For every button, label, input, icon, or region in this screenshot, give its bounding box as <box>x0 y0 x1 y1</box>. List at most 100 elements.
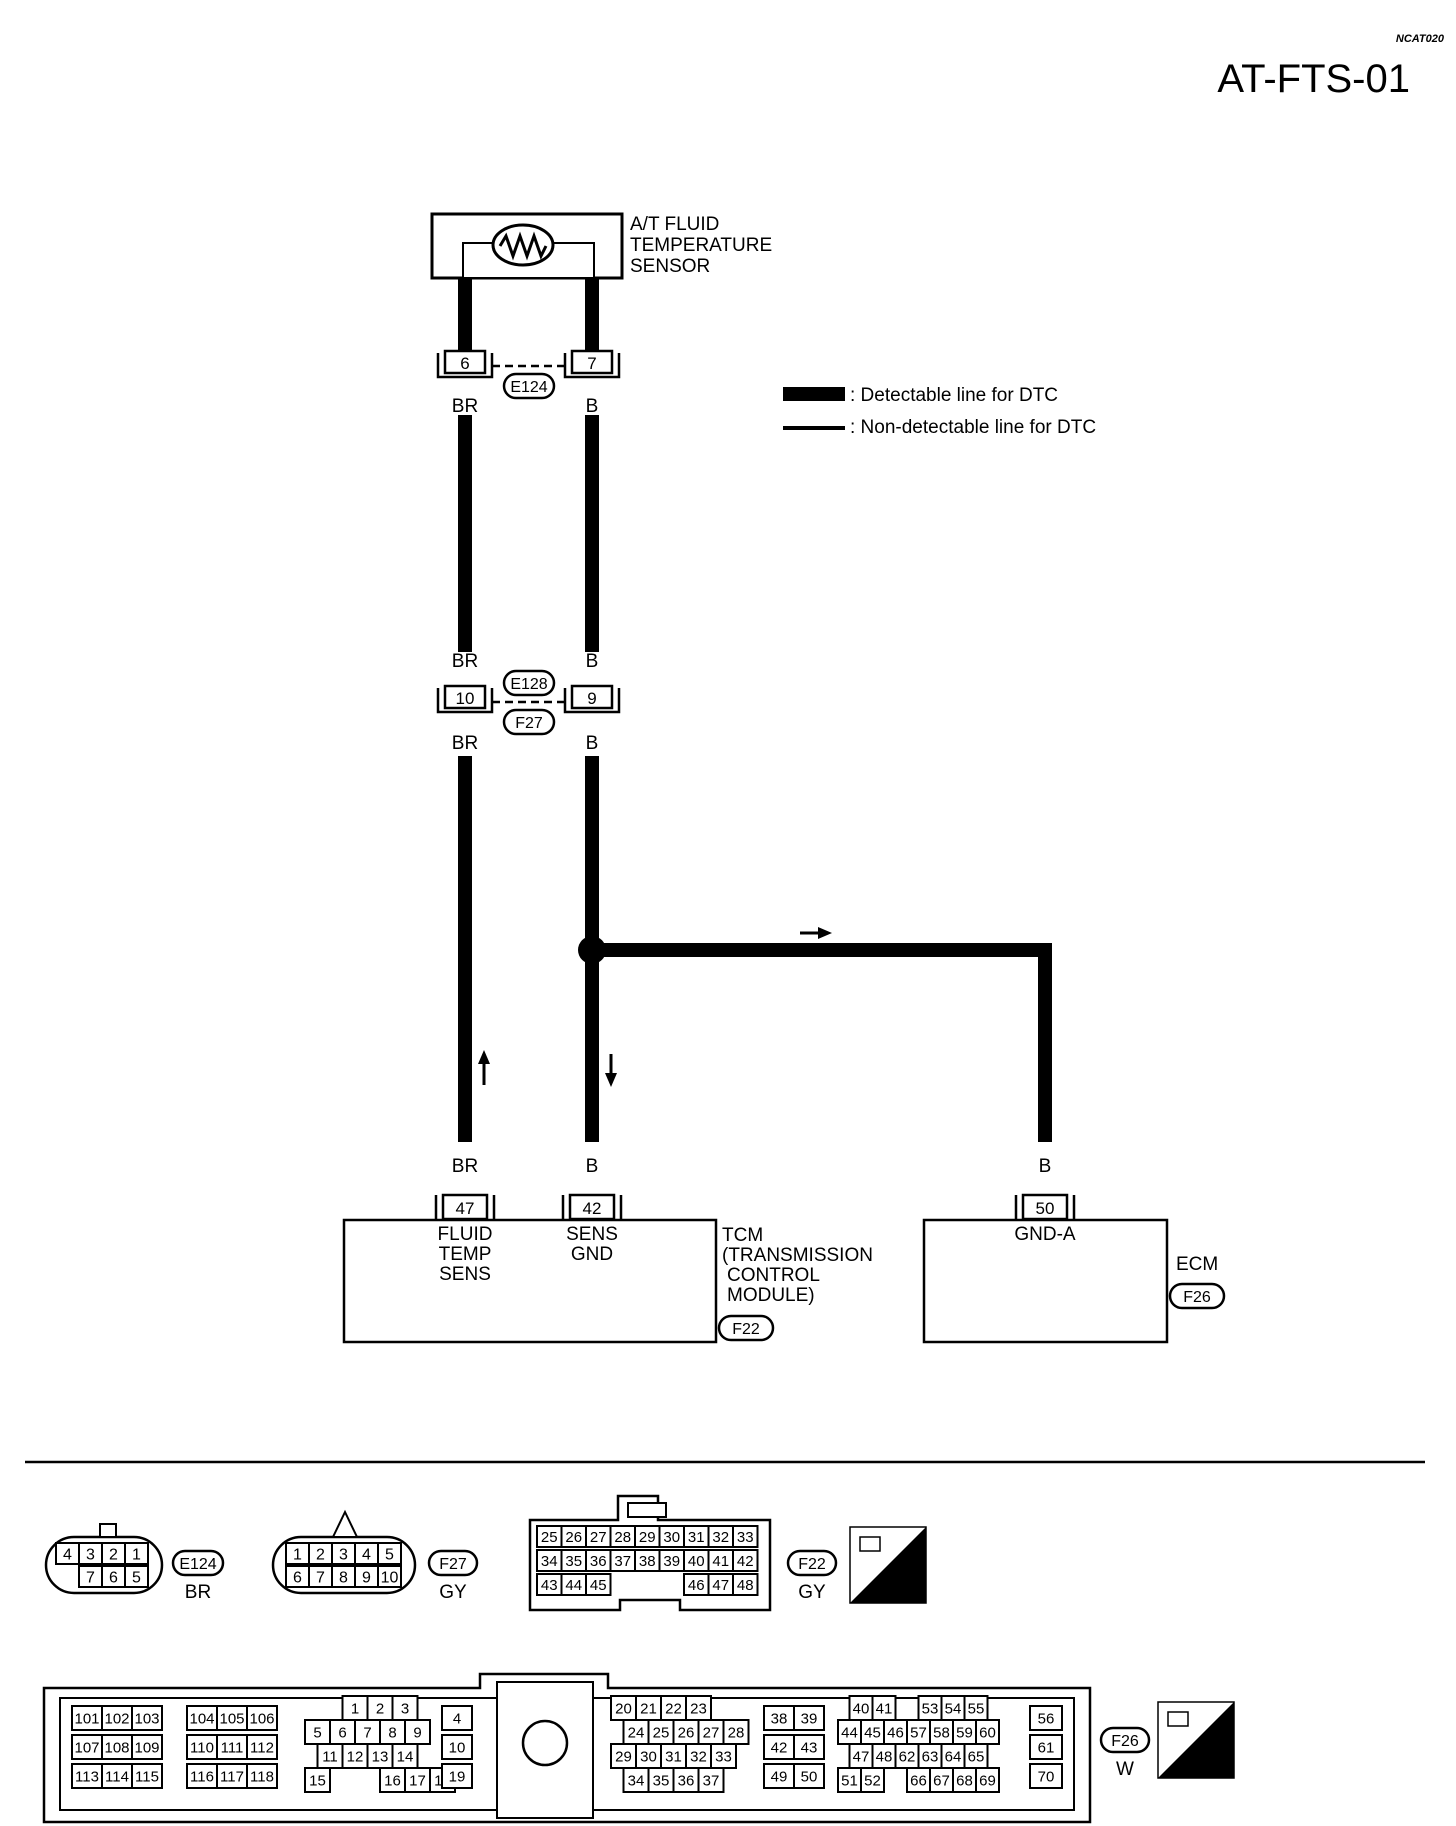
pin-label: 65 <box>968 1748 985 1765</box>
pin-label: 45 <box>864 1724 881 1741</box>
pin-label: 28 <box>614 1529 631 1546</box>
pin-label: 40 <box>853 1700 870 1717</box>
pin-label: 37 <box>703 1772 720 1789</box>
pin-label: 35 <box>653 1772 670 1789</box>
pin-cell <box>975 1767 1000 1793</box>
tcm-terminal-42-label-1: SENS <box>566 1224 618 1245</box>
pin-label: 27 <box>590 1529 607 1546</box>
pin-cell <box>1029 1734 1063 1760</box>
pin-label: 2 <box>316 1546 325 1563</box>
pin-cell <box>341 1743 369 1769</box>
pin-cell <box>793 1734 825 1760</box>
pin-label: 19 <box>449 1768 466 1785</box>
tcm-pin-47: 47 <box>456 1199 475 1218</box>
pin-label: 41 <box>876 1700 893 1717</box>
pin-label: 37 <box>614 1553 631 1570</box>
pin-label: 102 <box>104 1710 129 1727</box>
pin-label: 6 <box>293 1569 302 1586</box>
ecm-pin-50: 50 <box>1036 1199 1055 1218</box>
tcm-terminal-47-label-1: FLUID <box>438 1224 493 1245</box>
tcm-name-3: CONTROL <box>727 1265 820 1286</box>
pin-label: 1 <box>132 1546 141 1563</box>
pin-label: 39 <box>801 1710 818 1727</box>
pin-label: 47 <box>712 1577 729 1594</box>
pin-label: 114 <box>105 1768 129 1785</box>
pin-cell <box>710 1743 737 1769</box>
connector-badge-label: F26 <box>1111 1733 1139 1750</box>
pin-cell <box>186 1763 218 1789</box>
pin-label: 54 <box>945 1700 962 1717</box>
hand-icon <box>859 1536 881 1552</box>
pin-label: 70 <box>1038 1768 1055 1785</box>
connector-e128-f27 <box>436 669 621 736</box>
pin-label: 34 <box>541 1553 558 1570</box>
pin-label: 101 <box>74 1710 99 1727</box>
pin-label: 32 <box>690 1748 707 1765</box>
pin-cell <box>186 1705 218 1731</box>
e128-pin-9: 9 <box>587 689 596 708</box>
detectable-wires <box>458 278 1052 1142</box>
pin-label: 115 <box>135 1768 159 1785</box>
pin-cell <box>131 1763 163 1789</box>
pin-label: 9 <box>413 1724 421 1741</box>
pin-label: 1 <box>351 1700 359 1717</box>
pin-label: 35 <box>565 1553 582 1570</box>
pin-label: 44 <box>841 1724 858 1741</box>
f27-badge: F27 <box>515 715 543 732</box>
tcm-name-1: TCM <box>722 1225 763 1246</box>
pin-label: 31 <box>688 1529 705 1546</box>
pin-label: 4 <box>453 1710 461 1727</box>
pin-label: 50 <box>801 1768 818 1785</box>
pin-cell <box>647 1719 675 1745</box>
arrow-down-icon <box>605 1073 617 1087</box>
connector-latch <box>99 1523 117 1538</box>
pin-label: 60 <box>979 1724 996 1741</box>
fluid-temperature-sensor <box>430 212 624 280</box>
splice-point <box>578 936 606 964</box>
e124-pin-7: 7 <box>587 354 596 373</box>
pin-label: 111 <box>221 1739 244 1756</box>
wire-color-b-2: B <box>586 651 599 672</box>
pin-label: 108 <box>104 1739 129 1756</box>
pin-cell <box>377 1542 402 1565</box>
pin-label: 63 <box>922 1748 939 1765</box>
wire-color-b-1: B <box>586 396 599 417</box>
pin-label: 32 <box>712 1529 729 1546</box>
pin-cell <box>246 1705 278 1731</box>
pin-cell <box>1029 1763 1063 1789</box>
pin-cell <box>732 1573 759 1596</box>
pin-label: 113 <box>75 1768 99 1785</box>
pin-label: 112 <box>250 1739 274 1756</box>
e124-pin-6: 6 <box>460 354 469 373</box>
pin-label: 9 <box>362 1569 371 1586</box>
pin-cell <box>763 1705 795 1731</box>
pin-label: 59 <box>956 1724 973 1741</box>
pin-cell <box>660 1743 687 1769</box>
pin-cell <box>732 1549 759 1572</box>
wire-color-b-5: B <box>1039 1156 1052 1177</box>
connector-e124 <box>436 349 621 400</box>
pin-label: 10 <box>381 1569 399 1586</box>
pin-label: 7 <box>316 1569 325 1586</box>
pin-label: 20 <box>615 1700 632 1717</box>
pin-label: 4 <box>362 1546 371 1563</box>
sensor-label-2: TEMPERATURE <box>630 235 772 256</box>
ecm-module <box>922 1193 1226 1344</box>
pin-label: 29 <box>615 1748 632 1765</box>
tcm-terminal-42-label-2: GND <box>571 1244 613 1265</box>
pin-cell <box>635 1743 662 1769</box>
legend-non-detectable-text: : Non-detectable line for DTC <box>850 417 1096 438</box>
ecm-connector-badge: F26 <box>1183 1289 1211 1306</box>
pin-label: 10 <box>449 1739 466 1756</box>
pin-label: 64 <box>945 1748 962 1765</box>
arrow-right-icon <box>818 927 832 939</box>
connector-badge-label: F22 <box>798 1556 826 1573</box>
pin-label: 17 <box>409 1772 426 1789</box>
arrow-up-icon <box>478 1050 490 1064</box>
wire-b-to-ecm <box>592 943 1052 1142</box>
pin-label: 66 <box>910 1772 927 1789</box>
wire-color-br-1: BR <box>452 396 478 417</box>
ecm-name: ECM <box>1176 1254 1218 1275</box>
ecm-terminal-50-label: GND-A <box>1014 1224 1076 1245</box>
f26-view-color: W <box>1116 1759 1134 1780</box>
